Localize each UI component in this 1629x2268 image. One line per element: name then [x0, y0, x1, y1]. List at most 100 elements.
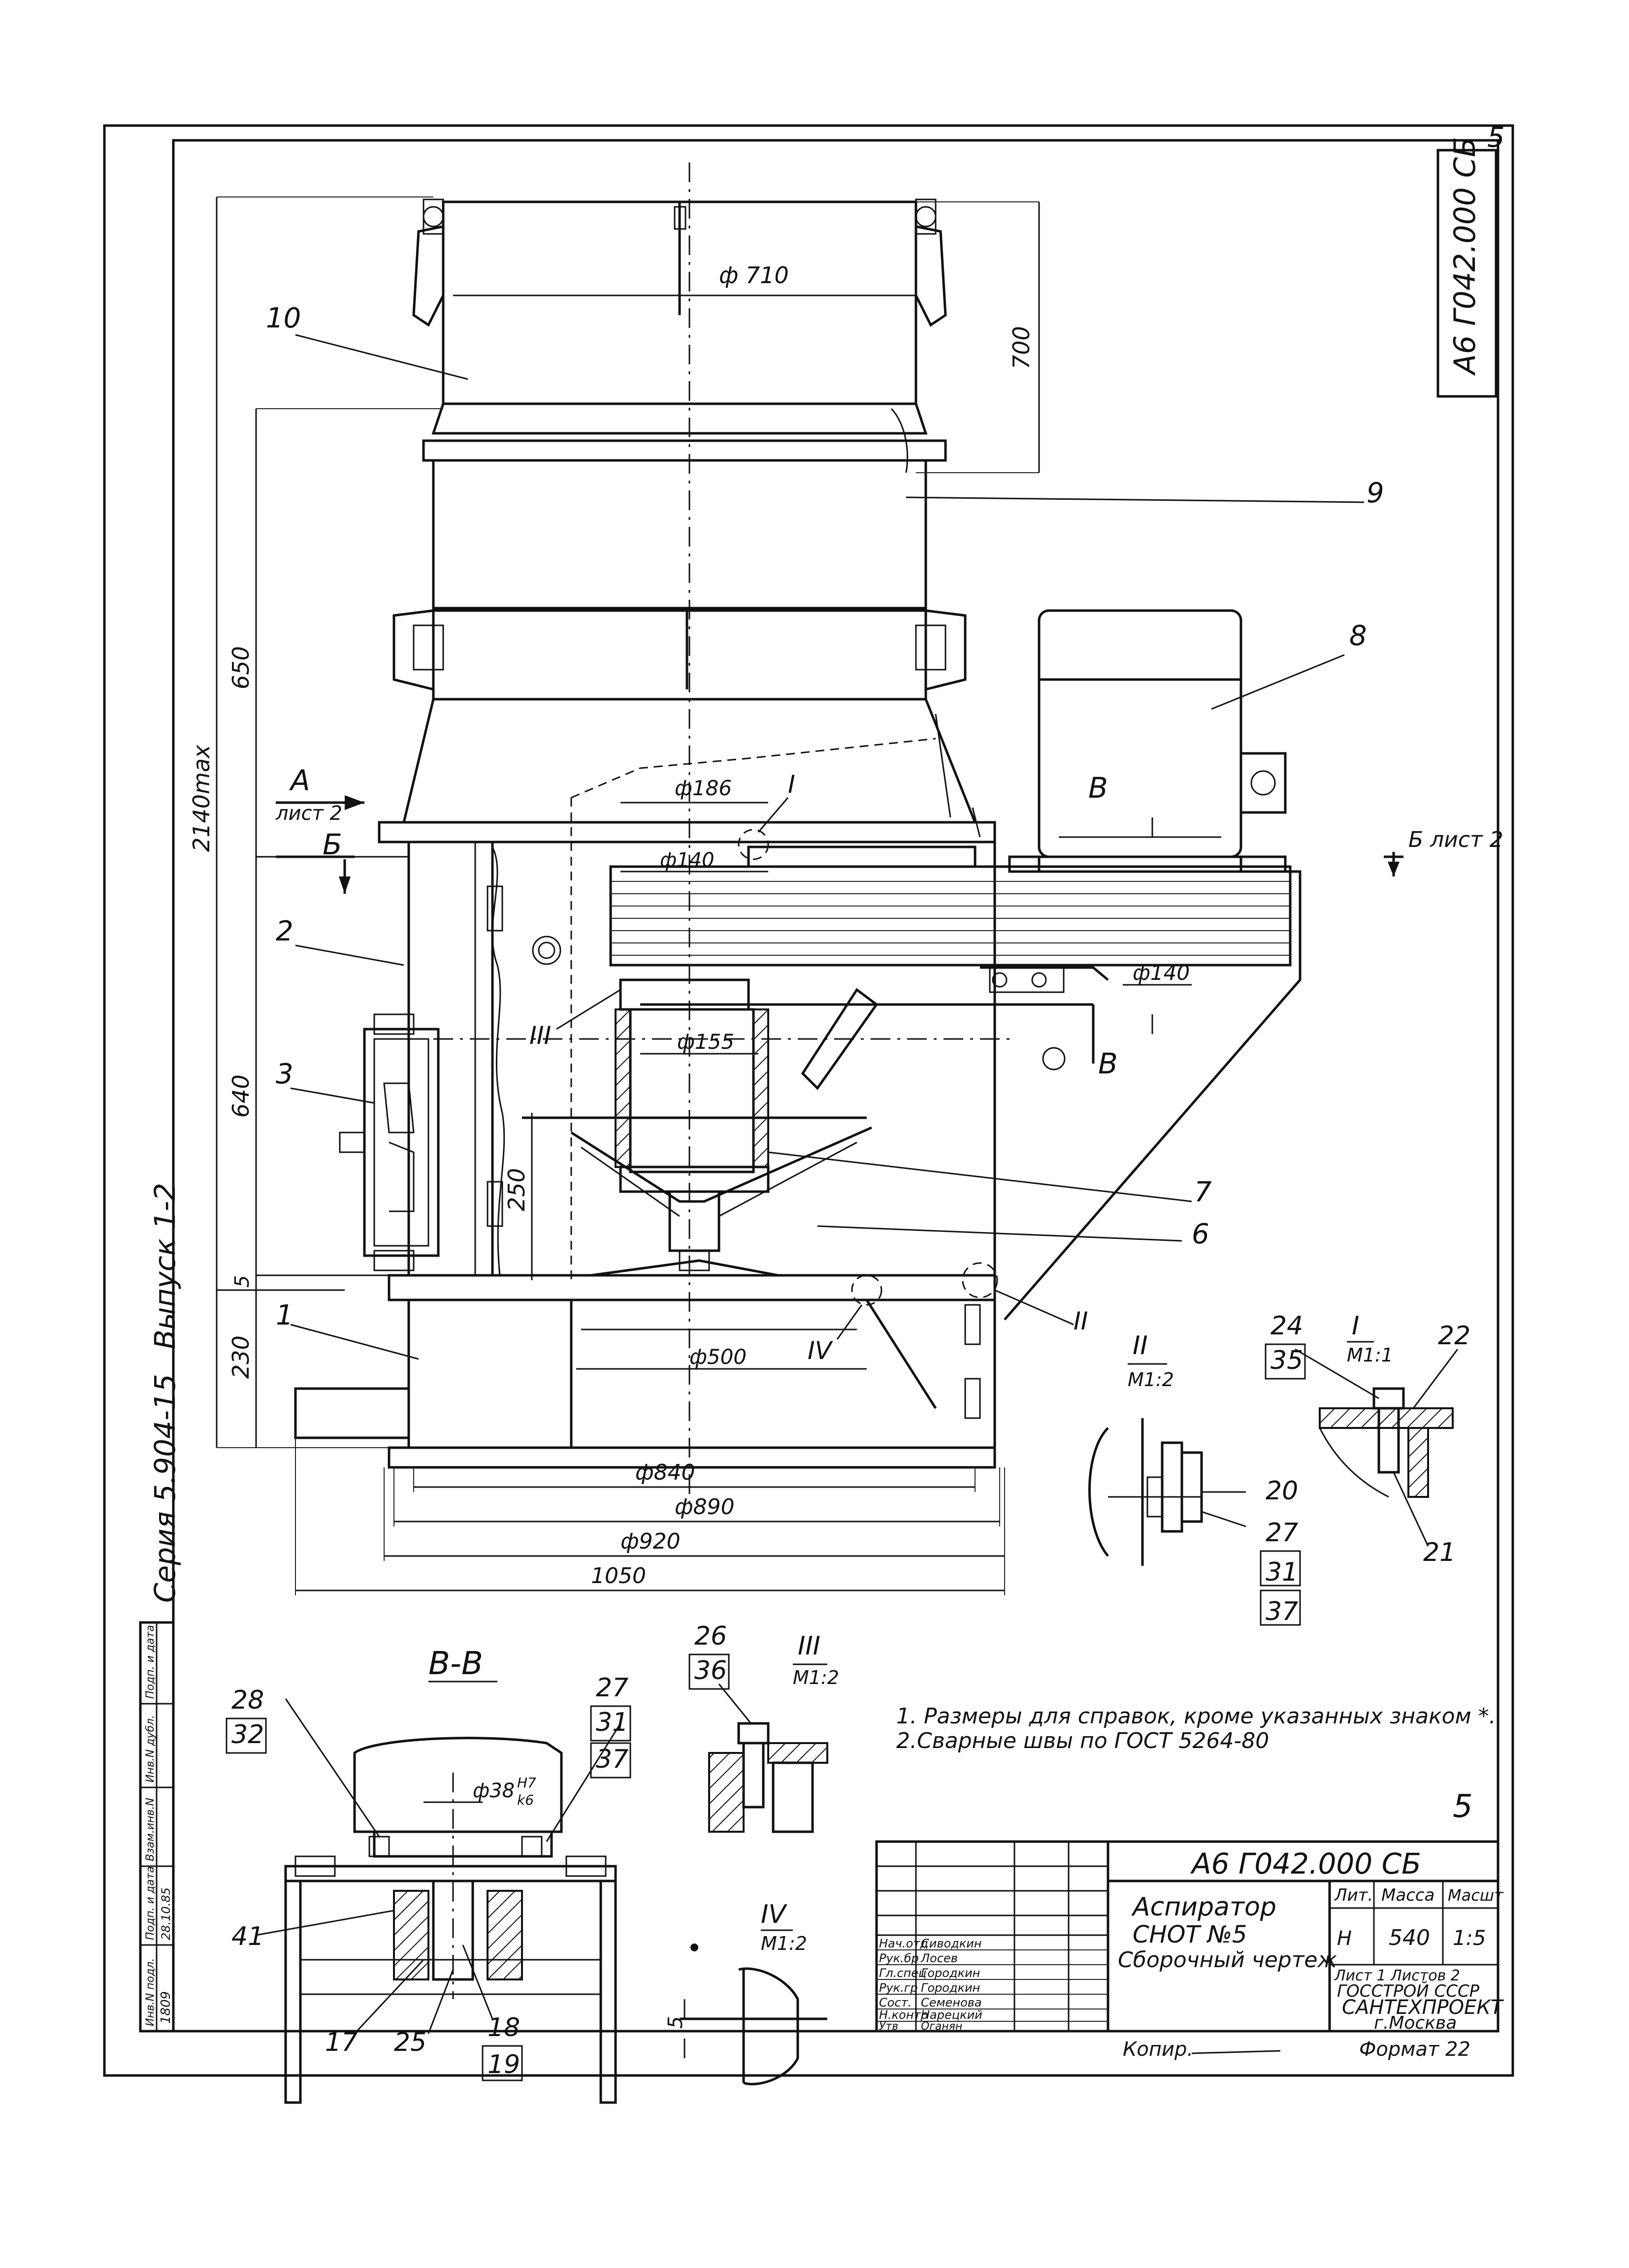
item-24: 24: [1271, 1311, 1303, 1341]
item-37-vv: 37: [596, 1745, 628, 1774]
lit-header: Лит.: [1334, 1885, 1373, 1905]
item-2: 2: [276, 915, 293, 947]
name-1: Лосев: [920, 1951, 958, 1965]
name-4: Семенова: [921, 1996, 982, 2009]
strip-inv-orig: Инв.N подл.: [144, 1958, 157, 2026]
detail-IV: [680, 1929, 827, 2086]
dim-diameter-140-top: ф140: [660, 849, 715, 872]
item-25: 25: [394, 2028, 426, 2057]
item-17: 17: [325, 2028, 358, 2057]
item-32: 32: [231, 1720, 264, 1750]
item-7: 7: [1194, 1176, 1212, 1208]
name-0: Сиводкин: [921, 1937, 982, 1950]
item-41: 41: [231, 1922, 264, 1951]
detail-I-title: I: [1352, 1311, 1359, 1341]
view-markers: [276, 795, 1403, 1034]
view-v-top: В: [1088, 771, 1108, 805]
item-36: 36: [694, 1656, 727, 1685]
name-2: Городкин: [921, 1966, 980, 1980]
detail-III: [708, 1663, 828, 1833]
dim-diameter-140-right: ф140: [1133, 961, 1190, 985]
dim-diameter-186: ф186: [675, 776, 732, 800]
callout-III: III: [529, 1021, 551, 1050]
role-2: Гл.спец: [879, 1966, 926, 1980]
detail-II-title: II: [1133, 1331, 1148, 1361]
left-inventory-strip: [139, 1621, 175, 2033]
mass-header: Масса: [1381, 1885, 1434, 1905]
item-leaders: [290, 334, 1365, 1360]
title-block: [875, 1840, 1499, 2033]
title-name-2: СНОТ №5: [1133, 1921, 1247, 1948]
item-22: 22: [1438, 1321, 1470, 1351]
detail-III-title: III: [798, 1631, 820, 1661]
item-35: 35: [1271, 1346, 1303, 1375]
sheet-info: Лист 1 Листов 2: [1334, 1967, 1460, 1984]
strip-inv-n: Инв.N дубл.: [144, 1715, 157, 1782]
item-26: 26: [694, 1621, 727, 1651]
callout-circle-II: [962, 1262, 998, 1298]
corner-page-mark: 5: [1487, 122, 1505, 154]
name-5: Нарецкий: [921, 2008, 982, 2022]
detail-IV-scale: М1:2: [761, 1933, 807, 1954]
detail-I-scale: М1:1: [1347, 1344, 1393, 1366]
title-name-3: Сборочный чертеж: [1118, 1947, 1337, 1973]
mass-value: 540: [1389, 1925, 1430, 1950]
dim-700: 700: [1008, 326, 1035, 369]
dim-diameter-890: ф890: [675, 1494, 735, 1520]
series-text: Серия 5.904-15: [148, 1374, 182, 1603]
dim-diameter-38: ф38: [473, 1780, 515, 1802]
main-elevation-view: [294, 162, 1302, 1507]
name-6: Оганян: [921, 2020, 962, 2033]
dim-1050: 1050: [591, 1563, 646, 1588]
note-1: 1. Размеры для справок, кроме указанных …: [896, 1704, 1496, 1729]
fit-k6: k6: [517, 1792, 534, 1808]
note-2: 2.Сварные швы по ГОСТ 5264-80: [896, 1728, 1269, 1753]
view-v-bottom: В: [1098, 1047, 1118, 1080]
item-31-ii: 31: [1266, 1557, 1298, 1587]
detail-IV-dim-5: 5: [664, 2016, 687, 2029]
detail-II-scale: М1:2: [1128, 1369, 1174, 1391]
dim-5: 5: [231, 1275, 254, 1288]
strip-date-value: 28.10.85: [159, 1887, 173, 1940]
role-3: Рук.гр: [879, 1981, 918, 1995]
callout-II: II: [1074, 1307, 1088, 1335]
item-27-ii: 27: [1266, 1518, 1298, 1548]
dim-250: 250: [503, 1168, 530, 1211]
dimension-lines: [216, 196, 1192, 1595]
detail-III-scale: М1:2: [793, 1667, 839, 1688]
kopir-label: Копир.: [1123, 2038, 1193, 2061]
callout-circle-I: [738, 829, 769, 860]
item-1: 1: [276, 1299, 293, 1331]
item-18: 18: [488, 2013, 520, 2042]
detail-IV-title: IV: [761, 1900, 787, 1929]
view-b-left: Б: [323, 828, 342, 861]
scale-header: Масшт: [1448, 1886, 1504, 1905]
drawing-code-vertical: А6 Г042.000 СБ: [1448, 137, 1482, 376]
page-mark: 5: [1453, 1788, 1473, 1825]
role-6: Утв: [879, 2020, 898, 2033]
item-21: 21: [1423, 1538, 1456, 1567]
callout-I: I: [788, 770, 795, 799]
item-28: 28: [231, 1685, 264, 1715]
callout-circle-IV: [851, 1274, 882, 1306]
section-title: В-В: [428, 1646, 483, 1682]
detail-I: [1295, 1341, 1459, 1547]
detail-II: [1088, 1363, 1246, 1566]
item-37-ii: 37: [1266, 1597, 1298, 1626]
role-5: Н.контр: [879, 2008, 928, 2022]
drawing-code-box: А6 Г042.000 СБ: [1436, 137, 1498, 398]
lit-value: Н: [1337, 1927, 1352, 1950]
format-label: Формат 22: [1359, 2038, 1470, 2061]
strip-inv-value: 1809: [159, 1991, 173, 2024]
item-27-vv: 27: [596, 1673, 628, 1703]
dim-diameter-920: ф920: [620, 1529, 681, 1554]
view-b-right: Б лист 2: [1408, 827, 1503, 852]
item-31-vv: 31: [596, 1708, 628, 1737]
item-6: 6: [1192, 1218, 1209, 1250]
dim-diameter-710: ф 710: [719, 262, 789, 289]
title-name-1: Аспиратор: [1131, 1892, 1276, 1922]
org-line-2: САНТЕХПРОЕКТ: [1342, 1996, 1504, 2019]
fit-h7: H7: [517, 1775, 536, 1791]
dim-diameter-155: ф155: [677, 1030, 734, 1054]
